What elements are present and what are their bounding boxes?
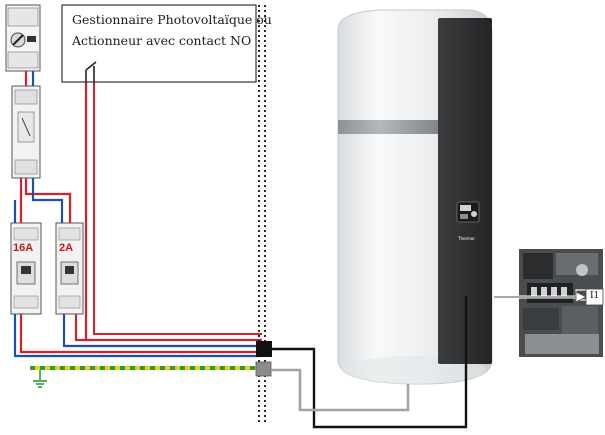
pointer-arrow — [494, 291, 587, 303]
pv-manager-line2: Actionneur avec contact NO — [72, 33, 252, 48]
heater-brand-label: Thermor — [458, 236, 476, 241]
neutral-wires — [13, 71, 262, 358]
pv-contact-wires — [85, 78, 262, 335]
connector-photo — [519, 249, 603, 357]
breaker-16a — [10, 222, 42, 315]
input-label-box — [585, 288, 604, 306]
earth-wire — [30, 366, 262, 388]
breaker-2a-label: 2A — [59, 242, 74, 254]
differential-breaker — [11, 85, 41, 179]
breaker-16a-label: 16A — [13, 242, 34, 254]
phase-wires — [19, 71, 262, 354]
input-i1-label: I1 — [590, 291, 600, 301]
signal-wire — [272, 296, 468, 429]
pv-manager-line1: Gestionnaire Photovoltaïque ou — [72, 12, 272, 27]
junction-box-grey — [255, 361, 272, 377]
pv-manager-box — [61, 4, 257, 83]
grey-cable — [271, 368, 410, 412]
water-heater — [337, 9, 493, 385]
junction-box-black — [256, 341, 272, 357]
isolator-switch — [5, 4, 41, 72]
breaker-2a — [55, 222, 84, 315]
